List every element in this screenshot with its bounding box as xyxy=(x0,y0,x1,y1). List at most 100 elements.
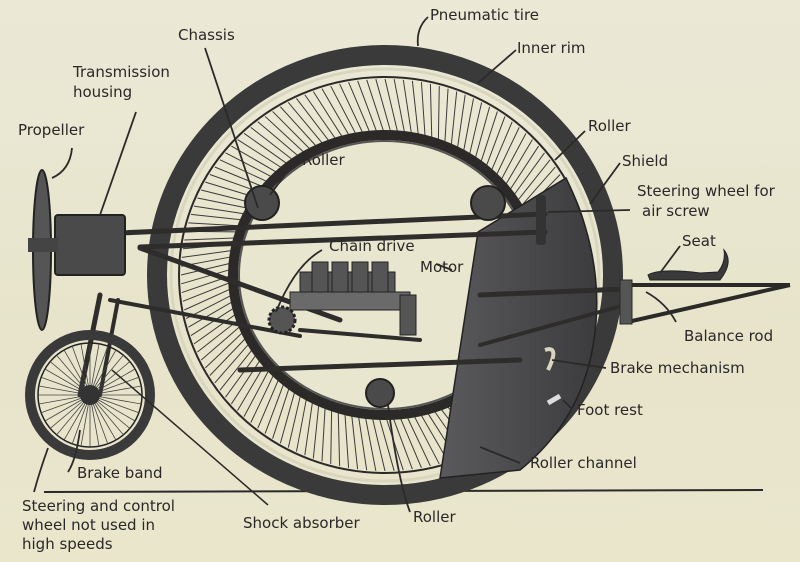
spoke xyxy=(321,88,350,136)
brake-band xyxy=(80,385,100,405)
spoke xyxy=(296,98,330,141)
shield xyxy=(439,176,598,479)
spoke xyxy=(337,412,341,467)
pneumatic-tire xyxy=(147,45,623,505)
spoke xyxy=(393,418,413,470)
spoke xyxy=(295,399,307,452)
label-transmission-housing-line2: housing xyxy=(73,83,132,101)
spoke xyxy=(197,320,238,353)
spoke xyxy=(190,307,234,336)
spoke xyxy=(429,83,433,138)
spoke xyxy=(358,416,368,471)
spoke xyxy=(243,370,269,417)
spoke xyxy=(193,314,236,345)
label-brake-band: Brake band xyxy=(77,464,163,482)
label-chassis: Chassis xyxy=(178,26,235,44)
spoke xyxy=(517,159,551,201)
spoke xyxy=(272,388,290,439)
spoke xyxy=(521,166,556,206)
chassis-frame xyxy=(77,211,628,398)
label-inner-rim: Inner rim xyxy=(517,39,586,57)
spoke xyxy=(420,82,426,136)
label-motor: Motor xyxy=(420,258,464,276)
spoke xyxy=(257,379,279,429)
spoke xyxy=(463,98,475,151)
spoke xyxy=(279,392,296,444)
spoke xyxy=(181,250,232,258)
spoke xyxy=(406,417,431,467)
spoke xyxy=(312,91,343,137)
seat xyxy=(647,248,729,281)
spoke xyxy=(375,79,391,132)
spoke xyxy=(501,133,527,180)
spoke xyxy=(287,102,323,144)
spoke xyxy=(264,384,284,434)
leader-lines xyxy=(33,16,681,513)
spoke xyxy=(279,106,317,147)
foot-rest xyxy=(546,393,562,406)
spoke xyxy=(344,414,350,468)
spoke xyxy=(193,205,244,215)
spoke xyxy=(413,416,440,465)
spoke xyxy=(214,166,263,187)
spoke xyxy=(225,355,257,398)
label-shock-absorber: Shock absorber xyxy=(243,514,361,532)
spoke xyxy=(386,418,404,471)
label-propeller: Propeller xyxy=(18,121,85,139)
spoke xyxy=(351,415,359,470)
spoke xyxy=(379,418,395,471)
roller-bottom xyxy=(365,378,395,408)
spoke xyxy=(491,121,513,171)
spoke xyxy=(505,139,533,185)
spoke xyxy=(330,85,357,134)
label-balance-rod: Balance rod xyxy=(684,327,773,345)
spoke xyxy=(225,152,272,177)
spoke xyxy=(400,418,422,469)
motor-cylinder xyxy=(371,261,389,295)
spoke xyxy=(237,365,265,411)
label-shield: Shield xyxy=(622,152,668,170)
spoke xyxy=(184,237,235,241)
spoke xyxy=(509,145,540,190)
label-steering-wheel-air-screw-line1: Steering wheel for xyxy=(637,182,776,200)
label-roller-upper-left: Roller xyxy=(302,151,345,169)
spoke xyxy=(219,349,253,391)
label-foot-rest: Foot rest xyxy=(577,401,643,419)
spoke xyxy=(214,344,249,384)
spoke xyxy=(209,338,246,376)
label-pneumatic-tire: Pneumatic tire xyxy=(430,6,539,24)
label-roller-upper-right: Roller xyxy=(588,117,631,135)
motor-cylinder xyxy=(351,261,369,295)
motor-cylinder xyxy=(331,261,349,295)
brake-mechanism xyxy=(544,347,556,371)
spoke xyxy=(437,86,440,140)
spoke xyxy=(182,282,230,302)
spoke xyxy=(250,375,274,423)
spoke xyxy=(366,79,384,132)
motor xyxy=(289,261,417,336)
label-transmission-housing-line1: Transmission xyxy=(72,63,170,81)
spoke xyxy=(513,152,545,195)
spoke xyxy=(321,407,326,462)
label-steering-control-wheel-line1: Steering and control xyxy=(22,497,175,515)
spoke xyxy=(457,94,466,148)
label-roller-bottom: Roller xyxy=(413,508,456,526)
spoke xyxy=(184,288,230,311)
spoke xyxy=(257,121,299,156)
label-roller-channel: Roller channel xyxy=(530,454,637,472)
label-steering-wheel-air-screw-line2: air screw xyxy=(642,202,710,220)
spoke xyxy=(190,213,242,221)
label-chain-drive: Chain drive xyxy=(329,237,415,255)
spoke xyxy=(444,88,449,143)
spoke xyxy=(243,132,287,164)
label-seat: Seat xyxy=(682,232,716,250)
steering-control-wheel xyxy=(25,330,155,460)
spoke xyxy=(200,326,240,361)
chain-drive-sprocket xyxy=(267,305,297,335)
spoke xyxy=(357,80,377,132)
label-brake-mechanism: Brake mechanism xyxy=(610,359,745,377)
spoke xyxy=(237,139,282,168)
shock-absorber xyxy=(111,369,269,506)
spoke xyxy=(411,80,419,135)
